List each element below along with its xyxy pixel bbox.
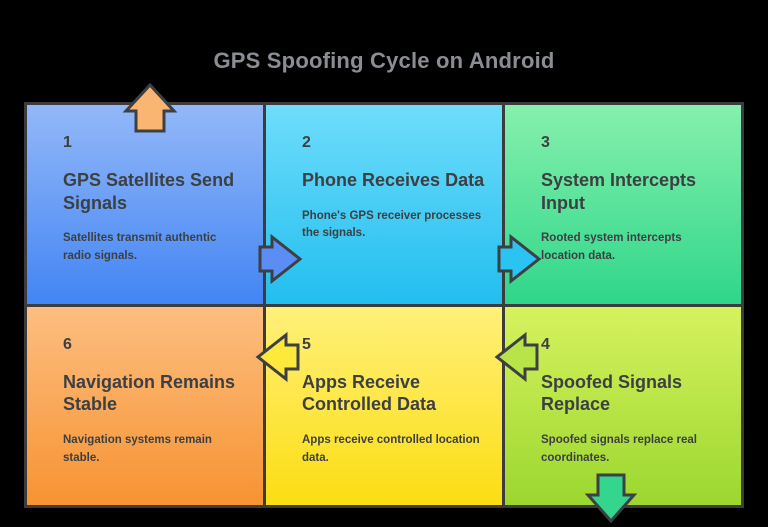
step-number-2: 2 (302, 134, 311, 151)
step-card-2[interactable]: 2 Phone Receives Data Phone's GPS receiv… (266, 105, 542, 304)
step-number-4: 4 (541, 335, 550, 353)
cycle-diagram-grid: 1 GPS Satellites Send Signals Satellites… (24, 82, 744, 523)
step-heading-5: Apps Receive Controlled Data (302, 371, 437, 415)
step-card-5[interactable]: 5 Apps Receive Controlled Data Apps rece… (255, 306, 502, 505)
step-heading-4: Spoofed Signals Replace (541, 371, 683, 415)
step-card-1[interactable]: 1 GPS Satellites Send Signals Satellites… (27, 82, 303, 304)
step-heading-3: System Intercepts Input (541, 170, 697, 213)
step-description-1: Satellites transmit authentic radio sign… (63, 232, 217, 263)
page-title: GPS Spoofing Cycle on Android (213, 48, 555, 73)
arrow-step2-to-step3 (497, 233, 557, 285)
arrow-step5-to-step6 (240, 331, 300, 383)
step-heading-2: Phone Receives Data (302, 170, 485, 190)
step-description-4: Spoofed signals replace real coordinates… (541, 433, 697, 464)
step-number-5: 5 (302, 335, 311, 353)
step-number-6: 6 (63, 335, 72, 353)
step-card-4[interactable]: 4 Spoofed Signals Replace Spoofed signal… (494, 306, 741, 523)
arrow-step4-to-step5 (479, 331, 539, 383)
arrow-step1-to-step2 (258, 233, 318, 285)
step-heading-6: Navigation Remains Stable (63, 371, 236, 415)
step-description-3: Rooted system intercepts location data. (541, 232, 682, 263)
arrow-step3-to-step4 (584, 473, 638, 527)
step-description-5: Apps receive controlled location data. (302, 433, 480, 464)
step-description-2: Phone's GPS receiver processes the signa… (302, 209, 482, 240)
step-card-6[interactable]: 6 Navigation Remains Stable Navigation s… (27, 306, 263, 505)
step-heading-1: GPS Satellites Send Signals (63, 170, 235, 213)
step-description-6: Navigation systems remain stable. (63, 433, 212, 464)
step-number-1: 1 (63, 134, 72, 151)
step-number-3: 3 (541, 134, 550, 151)
arrow-step6-to-step1 (122, 79, 178, 133)
step-card-3[interactable]: 3 System Intercepts Input Rooted system … (505, 105, 741, 304)
